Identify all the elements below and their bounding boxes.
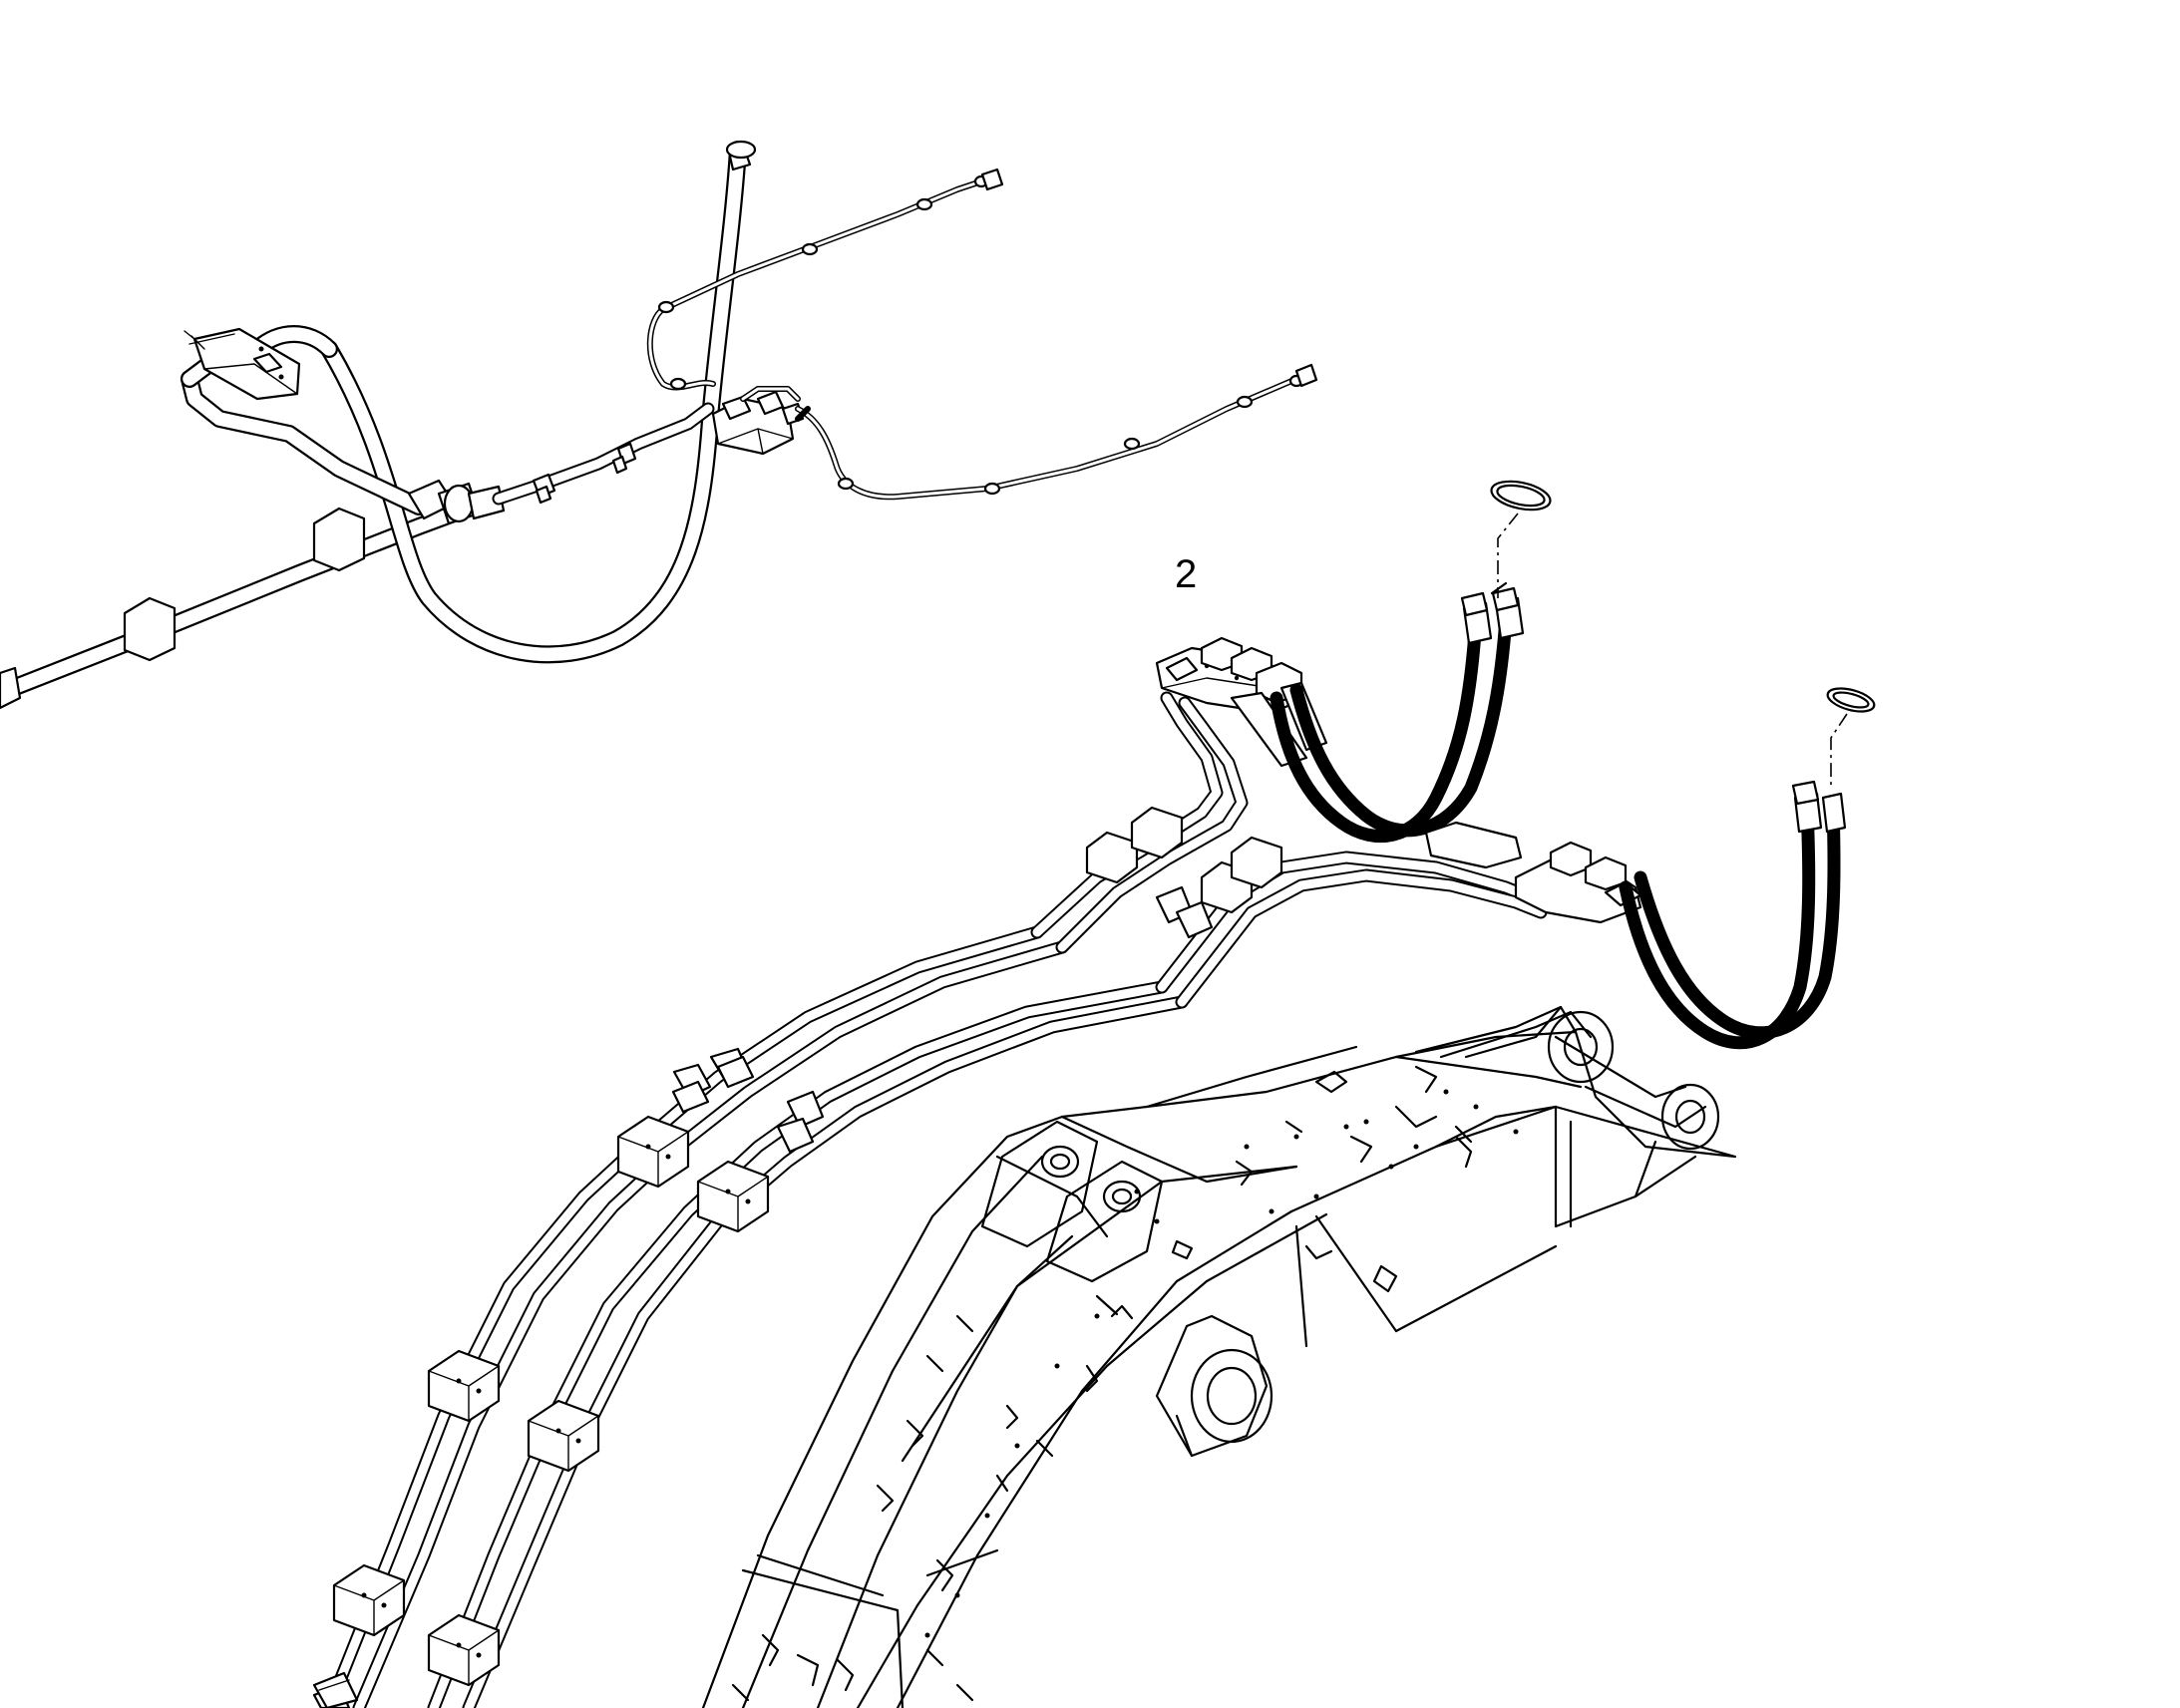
callout-label-2: 2 <box>1175 552 1198 596</box>
lower-tube-fittings <box>312 1055 755 1708</box>
hose-pair-right <box>1619 780 1847 1050</box>
hose-pair-left <box>1270 581 1525 844</box>
o-ring-seals <box>1490 480 1876 788</box>
boom-structure <box>701 1005 1737 1708</box>
lower-tube-pair <box>322 925 1189 1708</box>
upper-left-assembly <box>0 140 1318 710</box>
upper-tube-runs <box>1030 691 1548 1009</box>
